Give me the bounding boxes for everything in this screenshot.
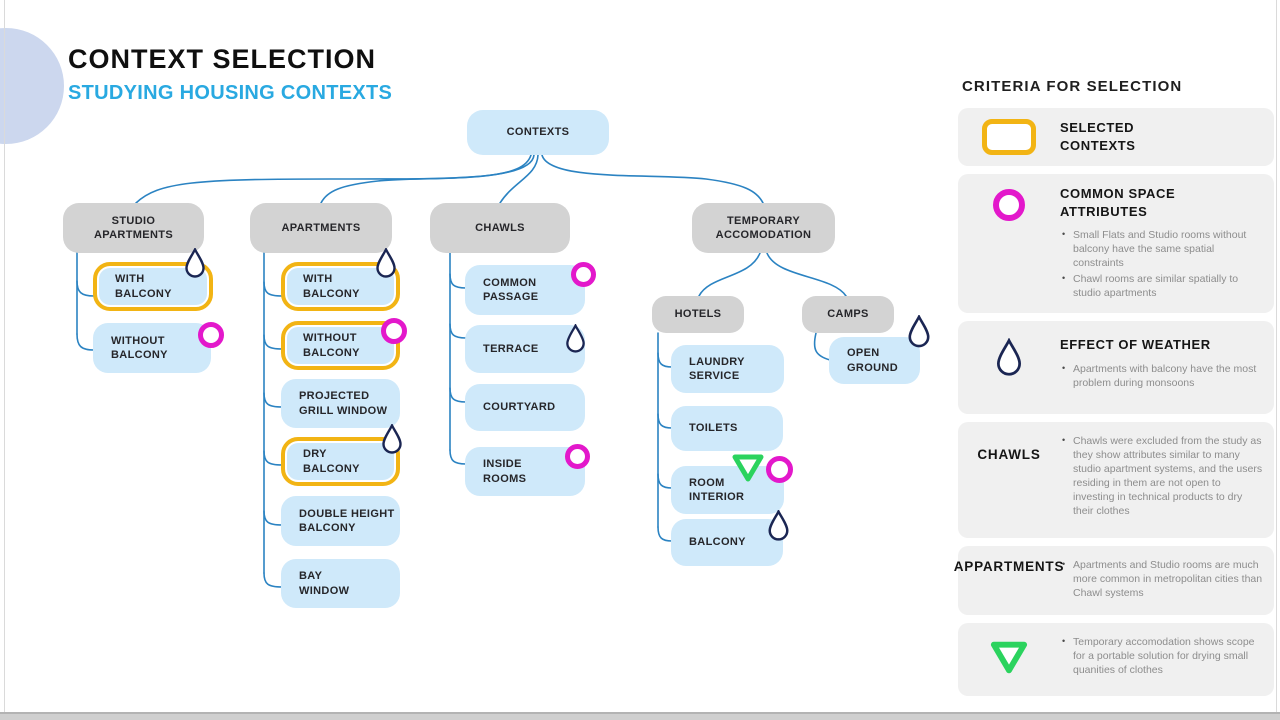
- portable-triangle-icon: [732, 454, 764, 482]
- connector-temporary-camps: [766, 252, 847, 297]
- tree-node-chawl-courtyard: COURTYARD: [465, 384, 585, 431]
- water-drop-icon: [908, 315, 930, 348]
- tree-node-camp-open-ground: OPEN GROUND: [829, 337, 920, 384]
- legend-bullets: Apartments with balcony have the most pr…: [1060, 363, 1264, 391]
- portable-triangle-icon: [990, 642, 1028, 674]
- legend-bullets: Apartments and Studio rooms are much mor…: [1060, 559, 1264, 601]
- connector-temporary-hotels: [698, 252, 761, 297]
- tree-node-studio-without-balcony: WITHOUT BALCONY: [93, 323, 211, 373]
- tree-node-hotel-laundry-service: LAUNDRY SERVICE: [671, 345, 784, 393]
- tree-node-hotels: HOTELS: [652, 296, 744, 333]
- connector-root-studio: [135, 154, 532, 204]
- water-drop-icon: [996, 338, 1022, 376]
- header: CONTEXT SELECTION STUDYING HOUSING CONTE…: [68, 44, 392, 105]
- connector-root-chawls: [499, 154, 539, 204]
- legend-card-temporary: Temporary accomodation shows scope for a…: [958, 623, 1274, 697]
- branch-chawls-4: [449, 449, 467, 465]
- slide-bottom-border: [0, 712, 1280, 720]
- legend-bullets: Temporary accomodation shows scope for a…: [1060, 636, 1264, 678]
- tree-node-studio-apartments: STUDIO APARTMENTS: [63, 203, 204, 253]
- legend-card-weather: EFFECT OF WEATHER Apartments with balcon…: [958, 321, 1274, 415]
- tree-node-chawl-common-passage: COMMON PASSAGE: [465, 265, 585, 315]
- water-drop-icon: [768, 510, 789, 541]
- tree-node-chawls: CHAWLS: [430, 203, 570, 253]
- tree-node-camps: CAMPS: [802, 296, 894, 333]
- legend-card-common-space: COMMON SPACE ATTRIBUTES Small Flats and …: [958, 174, 1274, 314]
- criteria-panel: CRITERIA FOR SELECTION SELECTED CONTEXTS…: [954, 78, 1274, 697]
- branch-studio-2: [76, 333, 95, 351]
- branch-hotels-1: [657, 352, 673, 368]
- legend-side-label: CHAWLS: [977, 447, 1041, 463]
- decorative-circle: [0, 28, 64, 144]
- tree-node-chawl-terrace: TERRACE: [465, 325, 585, 373]
- tree-node-apt-bay-window: BAY WINDOW: [281, 559, 400, 608]
- water-drop-icon: [382, 424, 402, 454]
- page-title: CONTEXT SELECTION: [68, 44, 377, 74]
- tree-node-apt-projected-grill-window: PROJECTED GRILL WINDOW: [281, 379, 400, 428]
- tree-node-contexts: CONTEXTS: [467, 110, 609, 155]
- branch-studio-1: [76, 280, 95, 297]
- legend-title: EFFECT OF WEATHER: [1060, 337, 1211, 353]
- legend-bullets: Small Flats and Studio rooms without bal…: [1060, 229, 1264, 300]
- legend-card-chawls: CHAWLS Chawls were excluded from the stu…: [958, 422, 1274, 539]
- page-subtitle: STUDYING HOUSING CONTEXTS: [68, 82, 393, 104]
- tree-node-apartments: APARTMENTS: [250, 203, 392, 253]
- water-drop-icon: [185, 248, 205, 278]
- legend-bullet: Chawls were excluded from the study as t…: [1060, 435, 1264, 518]
- connector-root-apartments: [320, 154, 535, 204]
- legend-bullet: Small Flats and Studio rooms without bal…: [1060, 229, 1264, 271]
- common-space-circle-icon: [993, 189, 1025, 221]
- legend-bullet: Temporary accomodation shows scope for a…: [1060, 636, 1264, 678]
- common-space-circle-icon: [766, 456, 793, 483]
- tree-node-hotel-balcony: BALCONY: [671, 519, 783, 566]
- branch-apartments-1: [263, 281, 283, 297]
- common-space-circle-icon: [198, 322, 224, 348]
- branch-hotels-2: [657, 413, 673, 429]
- common-space-circle-icon: [571, 262, 596, 287]
- branch-chawls-3: [449, 387, 467, 403]
- tree-node-hotel-room-interior: ROOM INTERIOR: [671, 466, 784, 514]
- branch-apartments-3: [263, 392, 283, 408]
- branch-chawls-2: [449, 323, 467, 339]
- legend-card-appartments: APPARTMENTS Apartments and Studio rooms …: [954, 546, 1274, 616]
- common-space-circle-icon: [565, 444, 590, 469]
- branch-apartments-6: [263, 572, 283, 588]
- branch-apartments-2: [263, 334, 283, 350]
- tree-node-studio-with-balcony: WITH BALCONY: [93, 262, 213, 311]
- tree-node-hotel-toilets: TOILETS: [671, 406, 783, 451]
- water-drop-icon: [566, 324, 585, 353]
- legend-card-selected-contexts: SELECTED CONTEXTS: [958, 108, 1274, 166]
- branch-apartments-4: [263, 450, 283, 466]
- branch-chawls-1: [449, 273, 467, 289]
- tree-node-apt-double-height-balcony: DOUBLE HEIGHT BALCONY: [281, 496, 400, 546]
- branch-hotels-4: [657, 526, 673, 542]
- water-drop-icon: [376, 248, 396, 278]
- connector-root-temporary: [541, 154, 764, 204]
- legend-title: COMMON SPACE ATTRIBUTES: [1060, 186, 1176, 219]
- branch-apartments-5: [263, 510, 283, 526]
- slide-left-border: [4, 0, 5, 712]
- legend-side-label: APPARTMENTS: [953, 559, 1065, 575]
- tree-node-apt-dry-balcony: DRY BALCONY: [281, 437, 400, 486]
- slide-right-border: [1276, 0, 1277, 712]
- tree-node-temporary-accomodation: TEMPORARY ACCOMODATION: [692, 203, 835, 253]
- common-space-circle-icon: [381, 318, 407, 344]
- selected-context-rect-icon: [982, 119, 1036, 155]
- criteria-heading: CRITERIA FOR SELECTION: [962, 78, 1183, 95]
- legend-bullet: Apartments with balcony have the most pr…: [1060, 363, 1264, 391]
- legend-bullet: Chawl rooms are similar spatially to stu…: [1060, 273, 1264, 301]
- branch-hotels-3: [657, 473, 673, 489]
- tree-node-apt-without-balcony: WITHOUT BALCONY: [281, 321, 400, 370]
- branch-camps-1: [813, 332, 831, 361]
- legend-bullet: Apartments and Studio rooms are much mor…: [1060, 559, 1264, 601]
- legend-title: SELECTED CONTEXTS: [1060, 120, 1136, 153]
- legend-bullets: Chawls were excluded from the study as t…: [1060, 435, 1264, 518]
